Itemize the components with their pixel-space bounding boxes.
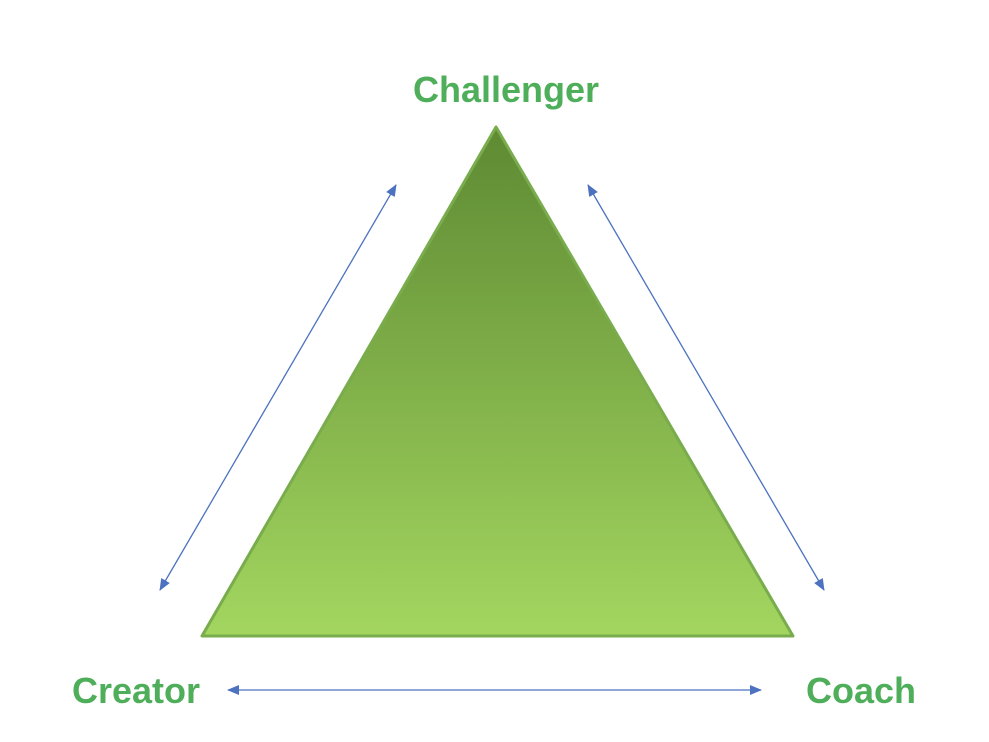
arrow-challenger-coach (587, 184, 825, 591)
triangle-shape (200, 125, 795, 638)
label-coach: Coach (806, 670, 917, 711)
label-creator: Creator (72, 670, 201, 711)
label-challenger: Challenger (413, 69, 600, 110)
arrow-creator-challenger (159, 184, 397, 591)
